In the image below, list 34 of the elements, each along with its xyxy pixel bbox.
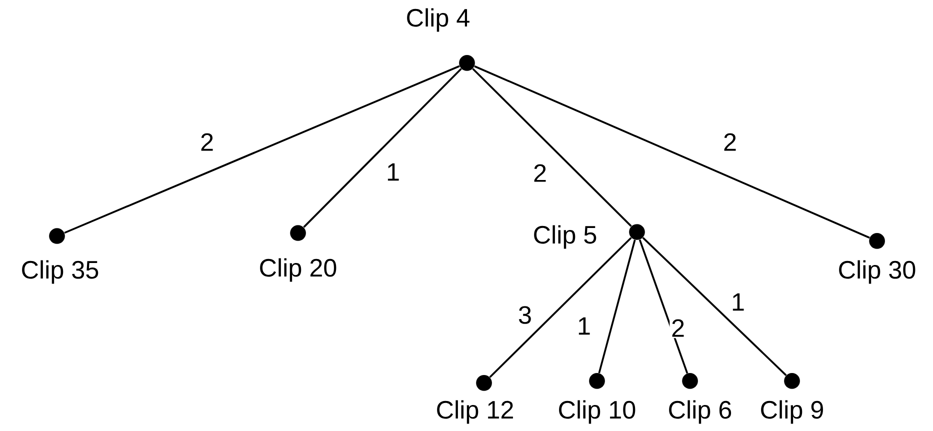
edge-line <box>472 68 632 227</box>
tree-node: Clip 10 <box>559 373 636 424</box>
tree-node: Clip 9 <box>761 373 823 424</box>
edge-line <box>303 68 462 228</box>
edge-line <box>642 237 787 376</box>
node-label: Clip 20 <box>260 258 336 282</box>
node-label: Clip 4 <box>407 8 470 32</box>
node-label: Clip 5 <box>534 225 596 249</box>
edge-label: 1 <box>576 316 592 336</box>
edge-label: 2 <box>722 132 738 152</box>
edge-line <box>638 239 688 374</box>
edge-label: 2 <box>198 132 216 152</box>
tree-node: Clip 4 <box>407 8 475 71</box>
node-label: Clip 10 <box>559 400 636 424</box>
edge-label: 3 <box>516 304 534 326</box>
tree-node: Clip 30 <box>839 233 916 284</box>
edge-label: 1 <box>730 292 746 312</box>
tree-node: Clip 20 <box>260 225 336 282</box>
edge-label: 2 <box>670 318 686 338</box>
tree-node: Clip 35 <box>22 228 98 284</box>
tree-node: Clip 5 <box>534 224 645 249</box>
edge-line <box>598 240 636 374</box>
tree-node: Clip 12 <box>437 375 513 424</box>
edge-label: 2 <box>532 162 548 184</box>
node-label: Clip 9 <box>761 400 823 424</box>
node-label: Clip 35 <box>22 260 98 284</box>
tree-node: Clip 6 <box>669 373 732 424</box>
node-label: Clip 30 <box>839 260 916 284</box>
edge-line <box>489 237 632 378</box>
edge-label: 1 <box>384 162 402 182</box>
node-label: Clip 6 <box>669 400 732 424</box>
edge-line <box>474 65 870 239</box>
node-label: Clip 12 <box>437 400 513 424</box>
edge-line <box>64 65 460 234</box>
